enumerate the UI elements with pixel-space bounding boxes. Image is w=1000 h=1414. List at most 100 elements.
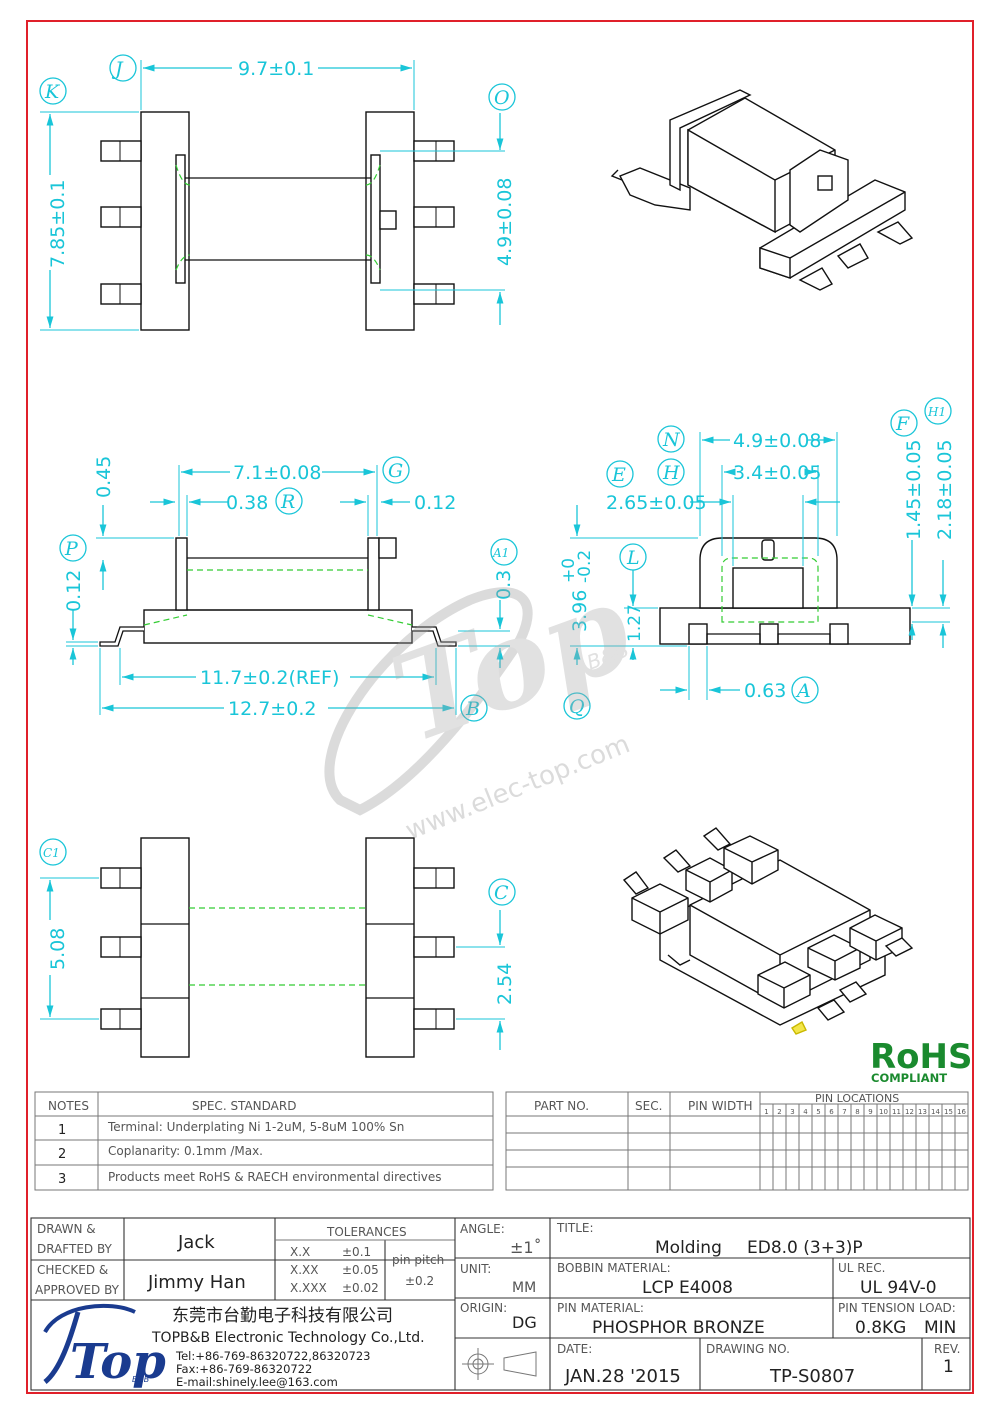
pin-location-number: 8 (855, 1108, 859, 1116)
note-1-text: Terminal: Underplating Ni 1-2uM, 5-8uM 1… (107, 1120, 404, 1134)
pin-location-number: 5 (816, 1108, 820, 1116)
dim-bottom-254: 2.54 (494, 963, 516, 1005)
origin-label: ORIGIN: (460, 1301, 507, 1315)
dim-end-396-plus: +0 (559, 558, 579, 583)
label-E: E (611, 464, 626, 486)
dim-end-396: 3.96 (569, 590, 591, 632)
note-3-no: 3 (58, 1172, 66, 1187)
pin-location-number: 9 (868, 1108, 872, 1116)
date-label: DATE: (557, 1342, 592, 1356)
tolerances-label: TOLERANCES (326, 1225, 407, 1239)
pin-pitch: ±0.2 (405, 1274, 434, 1288)
pin-location-number: 4 (803, 1108, 808, 1116)
pin-location-number: 6 (829, 1108, 834, 1116)
ul-value: UL 94V-0 (860, 1278, 937, 1298)
label-O: O (494, 87, 510, 109)
drawing-no-value: TP-S0807 (769, 1366, 855, 1387)
pin-location-number: 3 (790, 1108, 794, 1116)
pin-location-number: 16 (957, 1108, 966, 1116)
dim-end-063: 0.63 (744, 680, 786, 702)
tension-label: PIN TENSION LOAD: (838, 1301, 956, 1315)
unit-label: UNIT: (460, 1262, 491, 1276)
pin-location-number: 14 (931, 1108, 940, 1116)
iso-view-top (610, 89, 914, 291)
note-2-no: 2 (58, 1147, 66, 1162)
pin-pitch-label: pin pitch (392, 1253, 444, 1267)
dim-side-overall: 12.7±0.2 (228, 698, 316, 720)
logo-sub: B&B (132, 1375, 149, 1384)
end-view: 4.9±0.08 N 3.4±0.05 H 2.65±0.05 E 3.96 +… (559, 397, 956, 720)
tension-value: 0.8KG (855, 1318, 906, 1338)
label-Q: Q (569, 696, 585, 718)
rohs-mark: RoHS COMPLIANT (870, 1037, 972, 1085)
label-R: R (280, 491, 295, 513)
pin-location-number: 1 (764, 1108, 768, 1116)
checked-by: Jimmy Han (147, 1272, 246, 1293)
tol-fmt-2: X.XX (290, 1263, 318, 1277)
pin-locations-header: PIN LOCATIONS (815, 1092, 899, 1105)
tol-fmt-1: X.X (290, 1245, 310, 1259)
title-label: TITLE: (556, 1221, 594, 1235)
checked-label-2: APPROVED BY (35, 1283, 120, 1297)
drawn-by: Jack (177, 1232, 215, 1253)
drawing-no-label: DRAWING NO. (706, 1342, 790, 1356)
logo-text: Top (70, 1334, 166, 1390)
bottom-view: 5.08 C1 2.54 C (39, 837, 516, 1058)
tol-val-1: ±0.1 (342, 1245, 371, 1259)
tol-val-3: ±0.02 (342, 1281, 379, 1295)
label-P: P (64, 538, 79, 560)
label-G: G (388, 460, 403, 482)
company-tel: Tel:+86-769-86320722,86320723 (175, 1349, 370, 1363)
note-3-text: Products meet RoHS & RAECH environmental… (108, 1170, 442, 1184)
dim-side-inner: 7.1±0.08 (233, 462, 321, 484)
label-J: J (111, 58, 124, 80)
rev-label: REV. (934, 1342, 960, 1356)
label-L: L (626, 547, 640, 569)
label-H1: H1 (927, 405, 946, 419)
pin-location-number: 15 (944, 1108, 953, 1116)
title-block: DRAWN & DRAFTED BY Jack CHECKED & APPROV… (30, 1217, 971, 1391)
title-part1: Molding (655, 1238, 722, 1258)
company-fax: Fax:+86-769-86320722 (176, 1362, 312, 1376)
label-K: K (44, 81, 61, 103)
dim-side-012: 0.12 (414, 492, 456, 514)
label-A: A (795, 680, 811, 702)
checked-label-1: CHECKED & (37, 1263, 108, 1277)
dim-side-012b: 0.12 (63, 570, 85, 612)
pin-material-value: PHOSPHOR BRONZE (592, 1318, 765, 1338)
pin-width-header: PIN WIDTH (688, 1099, 753, 1113)
label-N: N (662, 429, 681, 451)
bobbin-label: BOBBIN MATERIAL: (557, 1261, 671, 1275)
label-H: H (662, 462, 680, 484)
pin-location-number: 10 (879, 1108, 888, 1116)
date-value: JAN.28 '2015 (564, 1366, 681, 1387)
iso-view-bottom (622, 827, 914, 1035)
dim-end-396-minus: -0.2 (575, 550, 595, 583)
dim-end-145: 1.45±0.05 (903, 439, 925, 540)
dim-end-218: 2.18±0.05 (934, 439, 956, 540)
angle-value: ±1˚ (510, 1238, 542, 1257)
dim-end-265: 2.65±0.05 (606, 492, 707, 514)
label-A1: A1 (492, 546, 509, 560)
pin-location-number: 11 (892, 1108, 901, 1116)
tol-val-2: ±0.05 (342, 1263, 379, 1277)
dim-side-ref: 11.7±0.2(REF) (200, 667, 339, 689)
company-name-en: TOPB&B Electronic Technology Co.,Ltd. (151, 1330, 425, 1346)
side-view: 7.1±0.08 G 0.38 R 0.12 0.45 P 0.12 0.3 (59, 456, 518, 722)
projection-symbol (462, 1348, 537, 1380)
label-B: B (465, 698, 480, 720)
pin-location-number: 7 (842, 1108, 846, 1116)
rohs-compliant: COMPLIANT (871, 1071, 947, 1085)
ul-label: UL REC. (838, 1261, 885, 1275)
sec-header: SEC. (635, 1099, 662, 1113)
company-logo: Top B&B (43, 1303, 166, 1390)
dim-top-height: 7.85±0.1 (47, 180, 69, 268)
sheet-border (26, 20, 974, 1394)
dim-end-34: 3.4±0.05 (733, 462, 821, 484)
dim-side-038: 0.38 (226, 492, 268, 514)
dim-top-pinspan: 4.9±0.08 (494, 178, 516, 266)
dim-side-03: 0.3 (493, 570, 515, 600)
tension-unit: MIN (924, 1318, 956, 1338)
drawn-label-1: DRAWN & (37, 1222, 96, 1236)
